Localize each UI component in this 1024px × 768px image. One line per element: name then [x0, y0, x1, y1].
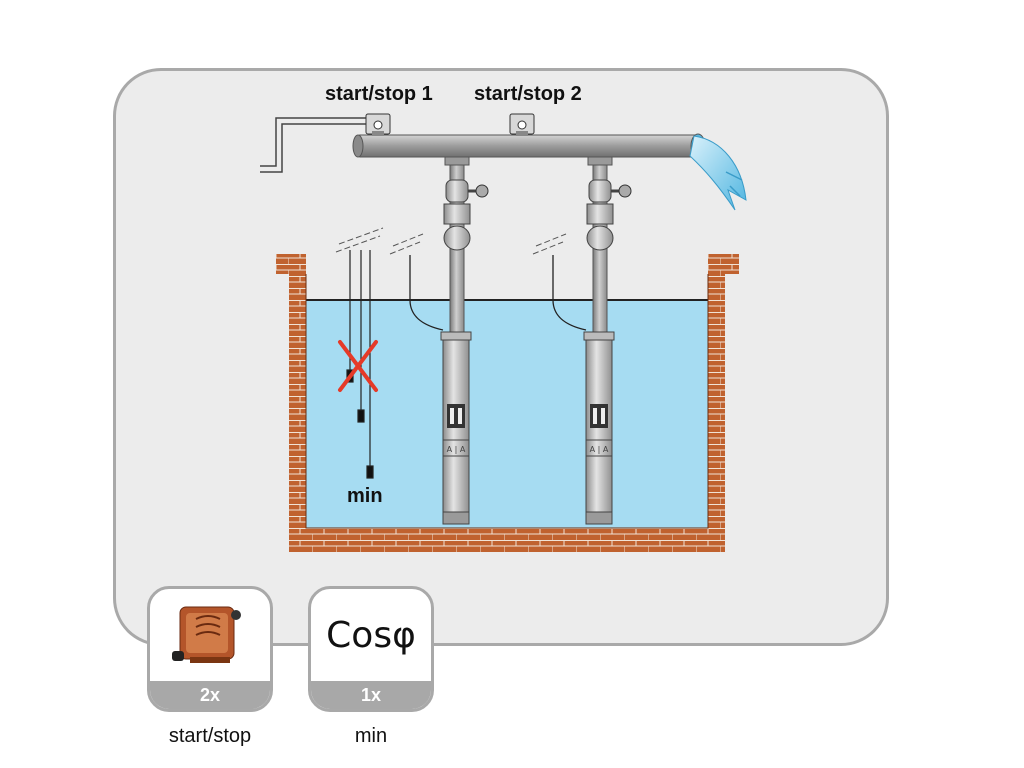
cos-phi-icon: Cosφ	[326, 615, 416, 656]
start-stop-1-label: start/stop 1	[325, 83, 433, 105]
start-stop-switch-tile: 2x	[147, 586, 273, 712]
cable-break-marks	[335, 227, 567, 255]
cos-phi-caption: min	[354, 725, 388, 747]
cos-phi-tile: Cosφ 1x	[308, 586, 434, 712]
not-used-cross-icon	[338, 340, 378, 392]
pump-assembly-1: A | A	[440, 156, 489, 525]
water-jet	[689, 135, 747, 211]
brick-tank	[276, 254, 739, 552]
min-level-label: min	[347, 485, 383, 507]
discharge-header-pipe	[352, 133, 706, 159]
start-stop-count: 2x	[150, 681, 270, 709]
float-switch-icon	[172, 606, 241, 663]
start-stop-caption: start/stop	[168, 725, 252, 747]
water	[305, 300, 708, 528]
start-stop-2-label: start/stop 2	[474, 83, 582, 105]
pump-assembly-2: A | A	[583, 156, 632, 525]
inlet-pipe	[260, 117, 370, 173]
cos-phi-count: 1x	[311, 681, 431, 709]
svg-text:A | A: A | A	[590, 445, 609, 454]
start-stop-switch-2	[509, 113, 535, 136]
start-stop-switch-1	[365, 113, 391, 136]
pump-cables	[409, 255, 587, 331]
svg-text:A | A: A | A	[447, 445, 466, 454]
